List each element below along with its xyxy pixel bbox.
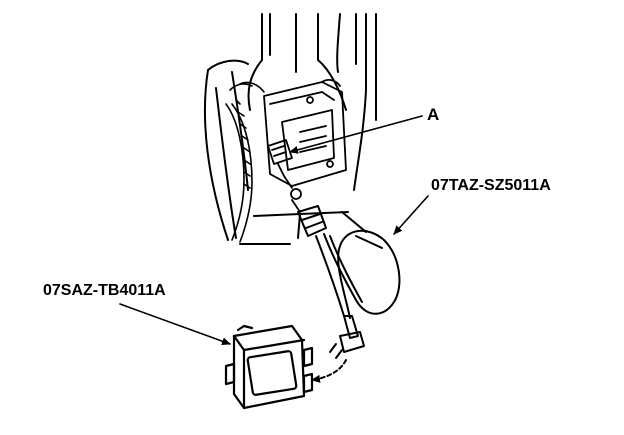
control-module bbox=[263, 79, 347, 187]
callout-line-box bbox=[119, 303, 231, 346]
extension-cable bbox=[297, 195, 429, 359]
wiring-harness bbox=[225, 81, 265, 243]
label-part-a: A bbox=[427, 105, 440, 124]
label-cable-part-number: 07TAZ-SZ5011A bbox=[431, 177, 551, 194]
connection-arrow bbox=[311, 359, 347, 383]
callout-line-a bbox=[289, 115, 423, 154]
vehicle-pillar bbox=[203, 13, 383, 249]
junction-box bbox=[119, 303, 314, 410]
connector-a bbox=[267, 115, 423, 213]
callout-line-cable bbox=[393, 195, 429, 235]
label-box-part-number: 07SAZ-TB4011A bbox=[43, 282, 166, 299]
